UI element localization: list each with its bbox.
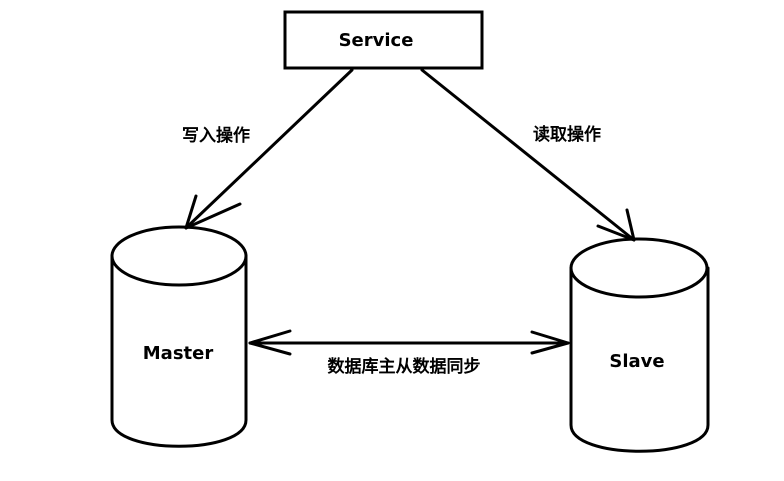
- read-edge: 读取操作: [420, 68, 636, 242]
- master-cylinder-top: [110, 225, 248, 287]
- slave-label: Slave: [609, 351, 664, 372]
- write-arrow-line: [184, 68, 354, 230]
- slave-cylinder-body: [569, 266, 710, 453]
- sync-edge: 数据库主从数据同步: [248, 329, 570, 377]
- slave-cylinder-top: [569, 237, 709, 299]
- service-box: [283, 10, 484, 70]
- write-edge: 写入操作: [182, 68, 354, 230]
- master-label: Master: [143, 343, 214, 364]
- master-cylinder-body: [110, 254, 248, 448]
- slave-node: Slave: [569, 237, 710, 453]
- read-label: 读取操作: [533, 124, 601, 145]
- service-node: Service: [283, 10, 484, 70]
- sync-arrowhead-left: [248, 329, 292, 356]
- service-label: Service: [339, 30, 414, 51]
- sync-arrowhead-right: [530, 330, 570, 355]
- write-label: 写入操作: [182, 125, 250, 146]
- sync-label: 数据库主从数据同步: [328, 356, 481, 377]
- read-arrow-line: [420, 68, 636, 242]
- master-node: Master: [110, 225, 248, 448]
